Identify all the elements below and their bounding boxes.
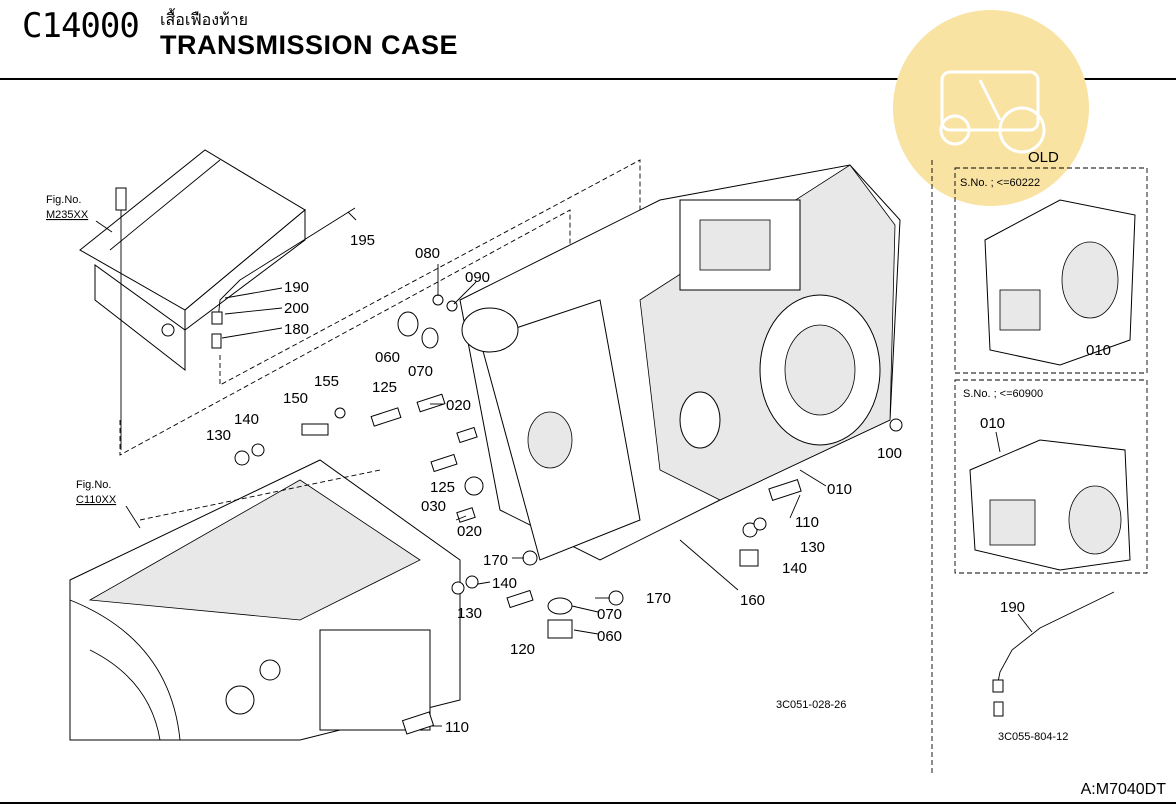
fig-ref-m235xx[interactable]: M235XX bbox=[46, 209, 89, 221]
callout-200: 200 bbox=[284, 300, 309, 317]
fig-label-lower: Fig.No. bbox=[76, 479, 111, 491]
upper-bracket bbox=[79, 149, 306, 372]
callout-195: 195 bbox=[350, 232, 375, 249]
drawing-code-main: 3C051-028-26 bbox=[776, 699, 846, 711]
inset-old-serial: S.No. ; <=60222 bbox=[960, 177, 1040, 189]
page-title: TRANSMISSION CASE bbox=[160, 30, 459, 60]
callout-125-lower: 125 bbox=[430, 479, 455, 496]
callout-160: 160 bbox=[740, 592, 765, 609]
inset-dipstick-tube bbox=[992, 591, 1115, 717]
thai-title: เสื้อเฟืองท้าย bbox=[160, 12, 248, 29]
inset-old-part: 010 bbox=[1086, 342, 1111, 359]
callout-070-lower: 070 bbox=[597, 606, 622, 623]
callout-010: 010 bbox=[827, 481, 852, 498]
model-code: A:M7040DT bbox=[1080, 781, 1166, 798]
callout-100: 100 bbox=[877, 445, 902, 462]
inset-new-part: 010 bbox=[980, 415, 1005, 432]
transmission-case bbox=[459, 164, 901, 561]
inset-old-case bbox=[984, 199, 1136, 366]
fig-ref-c110xx[interactable]: C110XX bbox=[76, 494, 117, 506]
fig-label-upper: Fig.No. bbox=[46, 194, 81, 206]
callout-180: 180 bbox=[284, 321, 309, 338]
tractor-watermark-icon bbox=[893, 10, 1089, 206]
dipstick-tube bbox=[211, 207, 356, 349]
callout-170-right: 170 bbox=[646, 590, 671, 607]
callout-140-right: 140 bbox=[782, 560, 807, 577]
callout-110-right: 110 bbox=[795, 514, 819, 531]
callout-060-upper: 060 bbox=[375, 349, 400, 366]
callout-130-middle: 130 bbox=[457, 605, 482, 622]
part-group-code: C14000 bbox=[22, 6, 140, 46]
callout-120: 120 bbox=[510, 641, 535, 658]
callout-130-right: 130 bbox=[800, 539, 825, 556]
callout-140-middle: 140 bbox=[492, 575, 517, 592]
inset-old-box bbox=[954, 167, 1148, 374]
callout-090: 090 bbox=[465, 269, 490, 286]
callout-170-left: 170 bbox=[483, 552, 508, 569]
callout-125-upper: 125 bbox=[372, 379, 397, 396]
footer-rule bbox=[0, 802, 1176, 804]
callout-020-upper: 020 bbox=[446, 397, 471, 414]
callout-140-left: 140 bbox=[234, 411, 259, 428]
small-parts bbox=[234, 294, 903, 735]
inset-new-case bbox=[969, 439, 1131, 571]
callout-130-left: 130 bbox=[206, 427, 231, 444]
inset-new-serial: S.No. ; <=60900 bbox=[963, 388, 1043, 400]
inset-title: OLD bbox=[1028, 149, 1059, 166]
inset-hose-part: 190 bbox=[1000, 599, 1025, 616]
callout-155: 155 bbox=[314, 373, 339, 390]
inset-new-box bbox=[954, 379, 1148, 574]
header-rule bbox=[0, 78, 1176, 80]
callout-110-bottom: 110 bbox=[445, 719, 469, 736]
callout-030: 030 bbox=[421, 498, 446, 515]
drawing-code-inset: 3C055-804-12 bbox=[998, 731, 1068, 743]
callout-070-upper: 070 bbox=[408, 363, 433, 380]
callout-060-lower: 060 bbox=[597, 628, 622, 645]
leader-lines bbox=[221, 211, 827, 727]
callout-020-lower: 020 bbox=[457, 523, 482, 540]
axle-housing bbox=[69, 459, 461, 741]
callout-080: 080 bbox=[415, 245, 440, 262]
callout-150: 150 bbox=[283, 390, 308, 407]
callout-190: 190 bbox=[284, 279, 309, 296]
